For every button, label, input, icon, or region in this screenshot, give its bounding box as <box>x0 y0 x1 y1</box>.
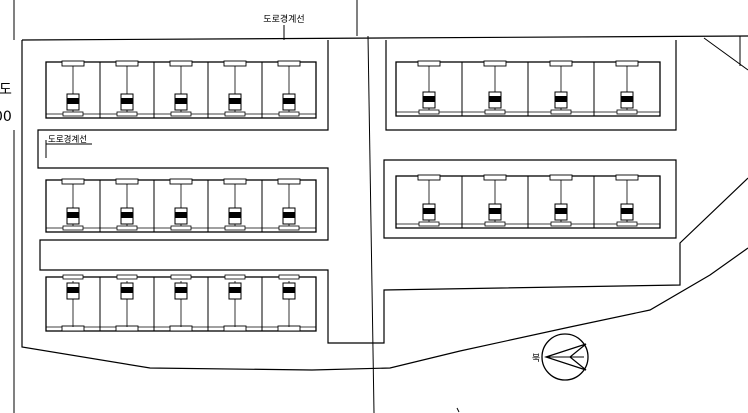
block-left-1 <box>45 60 317 119</box>
unit-stair-fill <box>67 287 79 293</box>
left-lot-outline <box>21 40 748 371</box>
unit-stair-fill <box>121 287 133 293</box>
unit-step <box>224 225 246 231</box>
unit-entry-tab <box>61 60 85 67</box>
right-lot-outline-mid <box>383 159 677 239</box>
block-left-2 <box>45 178 317 233</box>
unit-step <box>550 109 572 115</box>
unit-step <box>62 274 84 280</box>
unit-step <box>116 111 138 117</box>
unit-stair-fill <box>67 98 79 104</box>
unit-step <box>278 274 300 280</box>
unit-step <box>62 225 84 231</box>
road-boundary-label-top: 도로경계선 <box>263 13 304 25</box>
edge-text-char: 도 <box>0 82 12 98</box>
unit-step <box>224 274 246 280</box>
unit-entry-tab <box>549 60 573 67</box>
unit-step <box>224 111 246 117</box>
unit-stair-fill <box>229 287 241 293</box>
unit-stair-fill <box>283 98 295 104</box>
unit-step <box>116 225 138 231</box>
unit-entry-tab <box>223 178 247 185</box>
unit-step <box>170 111 192 117</box>
road-boundary-line <box>21 35 748 41</box>
unit-entry-tab <box>115 178 139 185</box>
compass-circle <box>541 333 589 381</box>
unit-stair-fill <box>423 96 435 102</box>
unit-stair-fill <box>283 287 295 293</box>
unit-entry-tab <box>483 174 507 181</box>
block-right-2 <box>395 174 661 229</box>
unit-stair-fill <box>555 208 567 214</box>
unit-stair-fill <box>175 212 187 218</box>
corner-line <box>703 37 748 71</box>
unit-entry-tab <box>223 60 247 67</box>
unit-stair-fill <box>489 96 501 102</box>
unit-step <box>170 225 192 231</box>
unit-stair-fill <box>175 98 187 104</box>
unit-step <box>278 225 300 231</box>
edge-text-digits: 00 <box>0 109 12 125</box>
unit-entry-tab <box>115 60 139 67</box>
unit-step <box>170 274 192 280</box>
unit-step <box>616 109 638 115</box>
unit-stair-fill <box>489 208 501 214</box>
unit-stair-fill <box>229 98 241 104</box>
unit-stair-fill <box>423 208 435 214</box>
unit-entry-tab <box>417 60 441 67</box>
north-arrow-compass: 북 <box>532 333 589 381</box>
unit-entry-tab <box>549 174 573 181</box>
block-right-1 <box>395 60 661 117</box>
unit-stair-fill <box>67 212 79 218</box>
vertical-reference-line <box>367 35 375 413</box>
unit-entry-tab <box>417 174 441 181</box>
unit-step <box>418 109 440 115</box>
unit-entry-tab <box>277 178 301 185</box>
unit-entry-tab <box>277 60 301 67</box>
bottom-tick <box>456 407 460 413</box>
unit-step <box>116 274 138 280</box>
unit-step <box>616 221 638 227</box>
unit-entry-tab <box>483 60 507 67</box>
unit-stair-fill <box>621 96 633 102</box>
block-left-3 <box>45 274 317 332</box>
unit-stair-fill <box>229 212 241 218</box>
unit-step <box>278 111 300 117</box>
unit-entry-tab <box>169 178 193 185</box>
unit-step <box>484 109 506 115</box>
road-boundary-label-left: 도로경계선 <box>48 134 87 145</box>
unit-entry-tab <box>615 174 639 181</box>
right-lot-outline-top <box>385 40 677 131</box>
unit-step <box>550 221 572 227</box>
unit-stair-fill <box>121 98 133 104</box>
unit-stair-fill <box>283 212 295 218</box>
unit-step <box>418 221 440 227</box>
unit-stair-fill <box>555 96 567 102</box>
unit-entry-tab <box>615 60 639 67</box>
unit-entry-tab <box>61 178 85 185</box>
unit-step <box>484 221 506 227</box>
north-mark: 북 <box>532 353 540 364</box>
unit-stair-fill <box>621 208 633 214</box>
unit-step <box>62 111 84 117</box>
unit-stair-fill <box>121 212 133 218</box>
unit-stair-fill <box>175 287 187 293</box>
unit-entry-tab <box>169 60 193 67</box>
building-blocks <box>45 60 661 332</box>
